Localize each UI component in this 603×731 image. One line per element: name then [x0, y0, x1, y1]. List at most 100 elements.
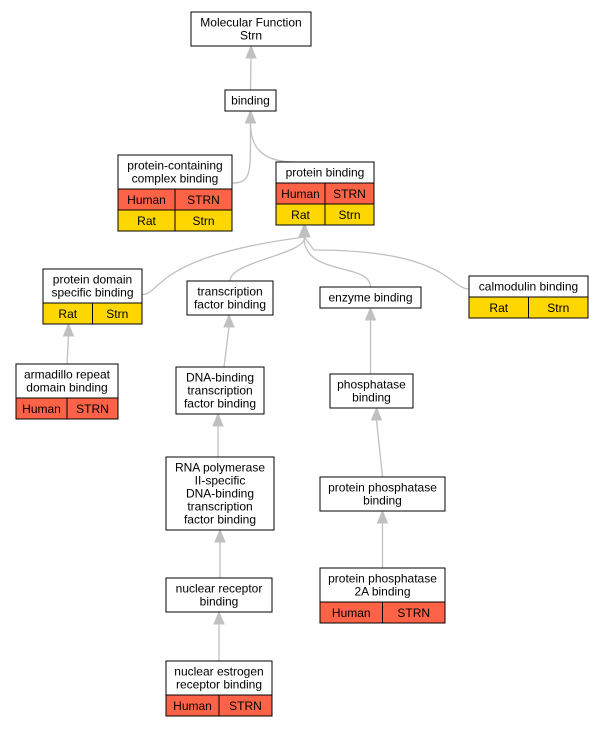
edge-binding-to-molecular-function: [245, 44, 257, 91]
node-label-line: II-specific: [195, 474, 246, 488]
node-label-line: factor binding: [184, 513, 256, 527]
arrowhead: [370, 406, 383, 421]
node-label-line: binding: [231, 94, 270, 108]
node-label-line: nuclear receptor: [176, 582, 263, 596]
edge-estrogen-receptor-to-nuclear-receptor: [213, 610, 225, 661]
arrowhead: [62, 322, 75, 337]
gene-cell: STRN: [333, 187, 366, 201]
arrowhead: [245, 44, 257, 59]
node-layer: Molecular FunctionStrnbindingprotein-con…: [15, 11, 589, 717]
arrowhead: [244, 109, 257, 124]
gene-cell: STRN: [397, 606, 430, 620]
edge-enzyme-binding-to-protein-binding: [298, 223, 372, 288]
node-label-line: protein domain: [53, 273, 132, 287]
node-label-line: transcription: [197, 285, 262, 299]
edge-calmodulin-binding-to-protein-binding: [298, 223, 470, 290]
gene-cell: Strn: [106, 307, 128, 321]
gene-cell: Strn: [338, 208, 360, 222]
species-cell: Rat: [489, 301, 508, 315]
node-label-line: complex binding: [132, 172, 219, 186]
node-frame: [319, 476, 446, 512]
node-label-line: factor binding: [184, 397, 256, 411]
node-frame: [165, 456, 275, 531]
node-label-line: binding: [200, 595, 239, 609]
species-cell: Human: [332, 606, 371, 620]
node-label-line: DNA-binding: [186, 371, 254, 385]
gene-cell: Strn: [547, 301, 569, 315]
node-label-line: protein phosphatase: [328, 481, 437, 495]
edge-protein-binding-to-binding: [244, 109, 296, 163]
arrowhead: [298, 223, 310, 238]
node-label-line: nuclear estrogen: [174, 665, 263, 679]
node-frame: [165, 577, 273, 613]
node-frame: [186, 280, 274, 316]
node-label-line: Strn: [240, 29, 262, 43]
node-frame: [224, 89, 277, 112]
node-rna-pol-ii-tf-binding: RNA polymeraseII-specificDNA-bindingtran…: [165, 456, 275, 531]
arrowhead: [376, 509, 389, 524]
species-cell: Rat: [291, 208, 310, 222]
node-binding: binding: [224, 89, 277, 112]
edge-phosphatase-to-enzyme-binding: [364, 306, 377, 374]
node-label-line: specific binding: [51, 286, 133, 300]
node-label-line: factor binding: [194, 298, 266, 312]
edge-nuclear-receptor-to-rna-pol-ii: [214, 528, 226, 578]
edge-armadillo-to-domain-binding: [62, 322, 75, 365]
edge-layer: [62, 44, 470, 661]
node-label-line: armadillo repeat: [24, 368, 111, 382]
node-label-line: phosphatase: [337, 378, 406, 392]
node-enzyme-binding: enzyme binding: [319, 286, 422, 309]
arrowhead: [214, 528, 226, 543]
node-label-line: RNA polymerase: [175, 461, 265, 475]
gene-cell: STRN: [229, 699, 262, 713]
node-label-line: protein phosphatase: [328, 572, 437, 586]
arrowhead: [212, 412, 224, 427]
node-label-line: DNA-binding: [186, 487, 254, 501]
node-label-line: protein binding: [286, 166, 365, 180]
gene-cell: STRN: [187, 193, 220, 207]
node-frame: [319, 286, 422, 309]
node-label-line: transcription: [187, 500, 252, 514]
species-cell: Human: [173, 699, 212, 713]
node-label-line: transcription: [187, 384, 252, 398]
species-cell: Human: [127, 193, 166, 207]
species-cell: Rat: [58, 307, 77, 321]
node-label-line: Molecular Function: [200, 16, 301, 30]
arrowhead: [223, 313, 235, 328]
edge-tf-binding-to-protein-binding: [229, 223, 311, 282]
arrowhead: [364, 306, 377, 321]
arrowhead: [213, 610, 225, 625]
node-label-line: domain binding: [26, 381, 107, 395]
species-cell: Human: [22, 402, 61, 416]
node-label-line: binding: [352, 391, 391, 405]
gene-cell: Strn: [192, 214, 214, 228]
gene-cell: STRN: [76, 402, 109, 416]
edge-protein-phosphatase-to-phosphatase: [370, 406, 384, 478]
node-frame: [175, 366, 265, 415]
edge-dna-binding-tf-to-tf-binding: [223, 313, 235, 368]
species-cell: Rat: [137, 214, 156, 228]
node-label-line: enzyme binding: [328, 291, 412, 305]
node-frame: [190, 11, 312, 47]
edge-pp2a-to-protein-phosphatase: [376, 509, 389, 568]
node-label-line: calmodulin binding: [479, 280, 578, 294]
node-label-line: 2A binding: [354, 585, 410, 599]
node-label-line: protein-containing: [127, 159, 222, 173]
node-label-line: receptor binding: [176, 678, 262, 692]
species-cell: Human: [281, 187, 320, 201]
node-frame: [329, 373, 414, 409]
